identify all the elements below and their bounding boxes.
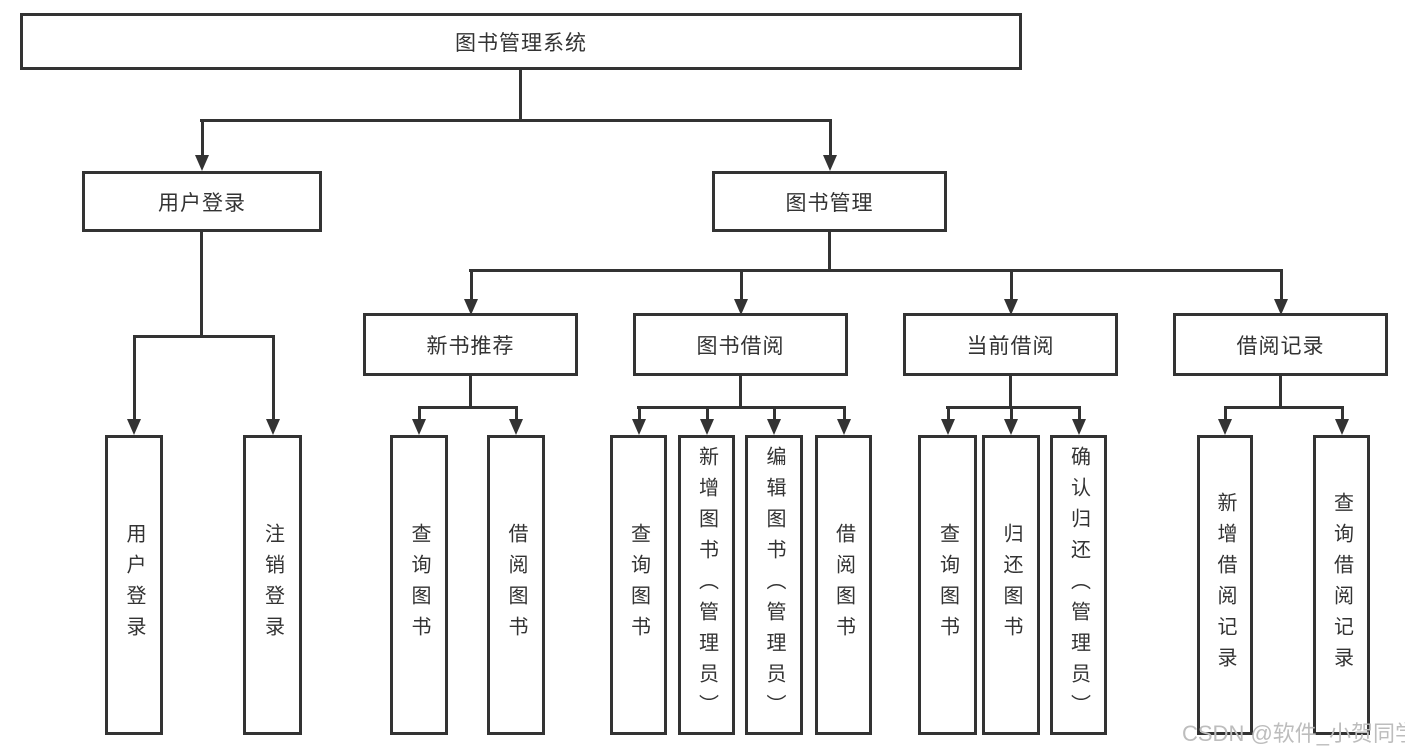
leaf-query-borrow-record: 查询借阅记录 (1313, 435, 1370, 735)
connector-user-login-stem (200, 232, 203, 336)
leaf-user-login: 用户登录 (105, 435, 163, 735)
leaf-query-books-recommend-label: 查询图书 (408, 523, 430, 647)
leaf-user-login-label: 用户登录 (123, 523, 145, 647)
connector-book-management-stem (828, 232, 831, 272)
leaf-add-borrow-record-label: 新增借阅记录 (1214, 492, 1236, 678)
leaf-query-books-recommend: 查询图书 (390, 435, 448, 735)
arrow-down-icon (195, 119, 209, 171)
arrow-down-icon (266, 335, 280, 435)
arrow-down-icon (941, 406, 955, 435)
connector-current-stem (1009, 376, 1012, 409)
leaf-edit-books-admin: 编辑图书（管理员） (745, 435, 803, 735)
leaf-add-books-admin-label: 新增图书（管理员） (695, 445, 718, 725)
node-new-book-recommend-label: 新书推荐 (426, 334, 515, 358)
node-book-management: 图书管理 (712, 171, 947, 232)
leaf-borrow-books-recommend-label: 借阅图书 (505, 523, 527, 647)
node-book-borrow-label: 图书借阅 (696, 334, 785, 358)
connector-user-login-bus (133, 335, 274, 338)
connector-level1-bus (200, 119, 831, 122)
arrow-down-icon (700, 406, 714, 435)
arrow-down-icon (1072, 406, 1086, 435)
leaf-return-books: 归还图书 (982, 435, 1040, 735)
node-borrow-records: 借阅记录 (1173, 313, 1388, 376)
connector-records-stem (1279, 376, 1282, 409)
leaf-add-books-admin: 新增图书（管理员） (678, 435, 735, 735)
connector-current-bus (946, 406, 1080, 409)
arrow-down-icon (1218, 406, 1232, 435)
node-book-borrow: 图书借阅 (633, 313, 848, 376)
leaf-query-borrow-record-label: 查询借阅记录 (1330, 492, 1353, 678)
leaf-query-books-current-label: 查询图书 (936, 523, 959, 647)
node-current-borrow: 当前借阅 (903, 313, 1118, 376)
connector-borrow-bus (637, 406, 845, 409)
arrow-down-icon (1004, 269, 1018, 315)
arrow-down-icon (632, 406, 646, 435)
node-borrow-records-label: 借阅记录 (1236, 334, 1325, 358)
node-user-login-label: 用户登录 (158, 191, 246, 215)
csdn-watermark: CSDN @软件_小贺同学 (1182, 721, 1405, 746)
arrow-down-icon (1335, 406, 1349, 435)
leaf-query-books-borrow: 查询图书 (610, 435, 667, 735)
leaf-logout: 注销登录 (243, 435, 302, 735)
connector-root-stem (519, 70, 522, 120)
leaf-add-borrow-record: 新增借阅记录 (1197, 435, 1253, 735)
leaf-confirm-return-admin: 确认归还（管理员） (1050, 435, 1107, 735)
arrow-down-icon (837, 406, 851, 435)
leaf-borrow-books: 借阅图书 (815, 435, 872, 735)
leaf-query-books-borrow-label: 查询图书 (627, 523, 650, 647)
leaf-logout-label: 注销登录 (261, 523, 284, 647)
arrow-down-icon (509, 406, 523, 435)
connector-borrow-stem (739, 376, 742, 409)
connector-records-bus (1224, 406, 1343, 409)
arrow-down-icon (734, 269, 748, 315)
node-book-management-label: 图书管理 (785, 191, 874, 215)
arrow-down-icon (1274, 269, 1288, 315)
node-root-label: 图书管理系统 (455, 31, 587, 55)
connector-level2-bus (469, 269, 1282, 272)
arrow-down-icon (823, 119, 837, 171)
leaf-confirm-return-admin-label: 确认归还（管理员） (1067, 445, 1090, 725)
connector-recommend-stem (469, 376, 472, 409)
arrow-down-icon (1004, 406, 1018, 435)
node-current-borrow-label: 当前借阅 (966, 334, 1055, 358)
arrow-down-icon (412, 406, 426, 435)
node-new-book-recommend: 新书推荐 (363, 313, 578, 376)
leaf-borrow-books-label: 借阅图书 (832, 523, 855, 647)
node-root: 图书管理系统 (20, 13, 1022, 70)
arrow-down-icon (464, 269, 478, 315)
arrow-down-icon (127, 335, 141, 435)
node-user-login: 用户登录 (82, 171, 322, 232)
connector-recommend-bus (418, 406, 518, 409)
leaf-query-books-current: 查询图书 (918, 435, 977, 735)
leaf-borrow-books-recommend: 借阅图书 (487, 435, 545, 735)
arrow-down-icon (767, 406, 781, 435)
leaf-edit-books-admin-label: 编辑图书（管理员） (763, 445, 785, 725)
leaf-return-books-label: 归还图书 (1000, 523, 1022, 647)
